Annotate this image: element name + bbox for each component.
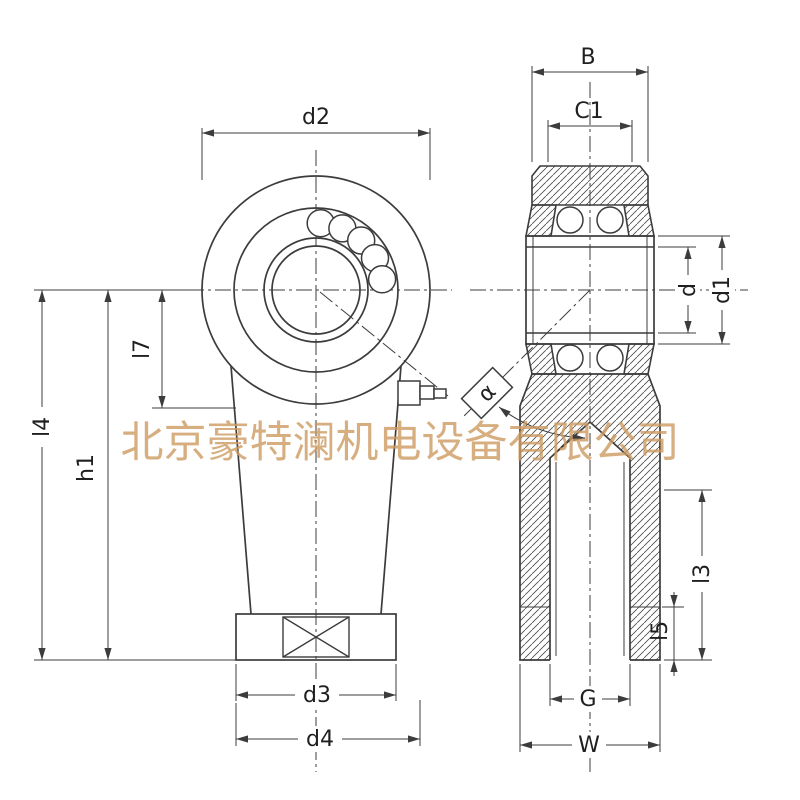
dim-d4: d4 xyxy=(235,700,421,752)
centerlines xyxy=(188,82,748,772)
shank-section-hatch xyxy=(520,374,660,660)
dim-label-d4: d4 xyxy=(306,727,334,752)
threaded-bore-outline xyxy=(549,420,631,660)
ball-icon xyxy=(556,206,584,234)
dim-label-C1: C1 xyxy=(574,99,603,124)
dim-label-h1: h1 xyxy=(74,454,99,482)
dim-label-W: W xyxy=(578,733,600,758)
race-wedge-bottom-left xyxy=(525,343,557,375)
dim-label-d3: d3 xyxy=(303,683,331,708)
shank-outline xyxy=(230,365,402,615)
dim-d3: d3 xyxy=(235,664,397,708)
ball-icon xyxy=(367,265,397,294)
head-outer-circle xyxy=(201,175,431,405)
race-wedge-top-right xyxy=(623,204,655,237)
dim-label-d: d xyxy=(676,283,701,297)
ball-icon xyxy=(556,344,584,372)
dim-C1: C1 xyxy=(547,99,633,162)
dim-alpha: α xyxy=(460,366,586,442)
dim-label-l3: l3 xyxy=(690,564,715,584)
dim-d1: d1 xyxy=(658,235,735,345)
wrench-flat-box xyxy=(282,616,350,658)
dim-label-l7: l7 xyxy=(130,339,155,359)
dim-label-B: B xyxy=(580,45,595,70)
dim-l3: l3 xyxy=(664,489,715,661)
dim-label-d1: d1 xyxy=(710,276,735,304)
ball-icon xyxy=(596,206,624,234)
dim-label-d2: d2 xyxy=(302,105,330,130)
side-view xyxy=(519,165,661,661)
dim-label-l4: l4 xyxy=(30,417,55,437)
inner-ring-band xyxy=(525,235,655,345)
shank-section-outline xyxy=(519,373,661,661)
dim-l5: l5 xyxy=(648,592,684,676)
dim-l4: l4 xyxy=(29,290,236,661)
thread-base xyxy=(235,613,397,661)
housing-top-section xyxy=(531,165,649,206)
front-view xyxy=(201,175,447,661)
bore-circle xyxy=(271,245,361,335)
dim-d: d xyxy=(658,246,701,334)
dim-G: G xyxy=(549,664,631,712)
race-inner-circle xyxy=(263,237,369,343)
race-outer-circle xyxy=(233,207,399,373)
dim-l7: l7 xyxy=(34,289,236,409)
ball-icon xyxy=(596,344,624,372)
dim-label-G: G xyxy=(579,687,596,712)
dim-B: B xyxy=(531,45,649,162)
race-wedge-top-left xyxy=(525,204,557,237)
dim-d2: d2 xyxy=(201,105,431,180)
grease-fitting xyxy=(397,380,447,406)
dim-label-l5: l5 xyxy=(648,621,673,641)
dim-h1: h1 xyxy=(74,290,112,660)
dim-W: W xyxy=(519,664,661,758)
watermark: 北京豪特澜机电设备有限公司 xyxy=(121,418,680,468)
bearing-balls xyxy=(306,208,397,294)
race-wedge-bottom-right xyxy=(623,343,655,375)
grease-passage-centerline xyxy=(319,291,449,397)
